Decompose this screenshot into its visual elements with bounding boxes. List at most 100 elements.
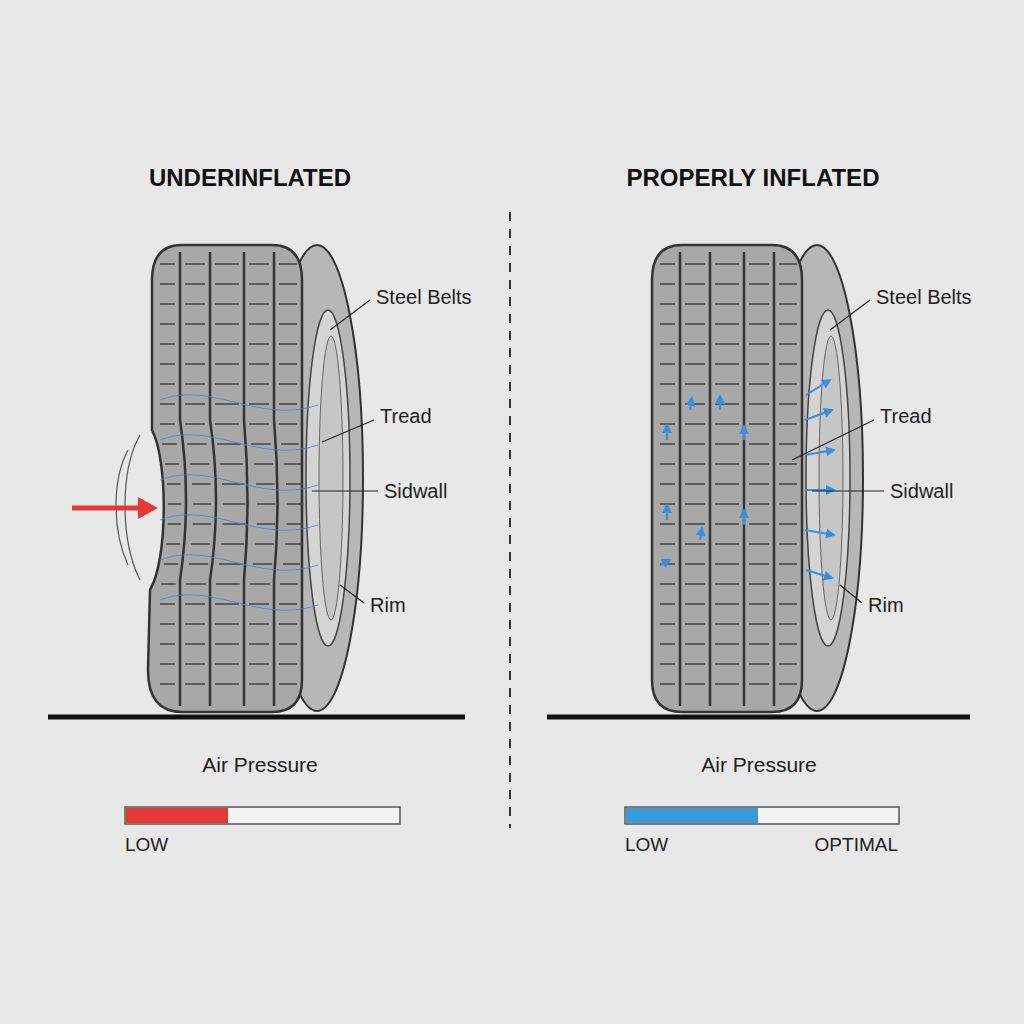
bar-track: [125, 807, 400, 824]
tread-sipe: [249, 303, 269, 305]
tread-sipe: [685, 563, 705, 565]
pressure-arrow: [72, 497, 158, 519]
tread-sipe: [185, 603, 205, 605]
pressure-arrow: [806, 570, 832, 578]
stress-line: [160, 395, 318, 411]
gauge-label: Air Pressure: [701, 753, 817, 777]
tread-sipe: [660, 643, 675, 645]
tread-sipe: [749, 523, 769, 525]
leader-line: [792, 420, 874, 460]
bar-fill: [626, 808, 758, 823]
stress-line: [160, 555, 318, 571]
tread-sipe: [215, 383, 239, 385]
tread-sipe: [715, 683, 739, 685]
tread-sipe: [281, 443, 299, 445]
tread-sipe: [660, 423, 675, 425]
rim: [806, 310, 850, 646]
tread-face: [652, 245, 802, 712]
tread-sipe: [685, 263, 705, 265]
tread-sipe: [749, 583, 769, 585]
tread-sipe: [160, 383, 175, 385]
tread-sipe: [779, 503, 797, 505]
underinflated-tire: [116, 245, 363, 712]
tread-sipe: [189, 563, 208, 565]
tread-sipe: [215, 283, 239, 285]
tread-sipe: [685, 343, 705, 345]
pressure-arrow: [690, 398, 692, 410]
tread-sipe: [779, 403, 797, 405]
tread-sipe: [685, 683, 705, 685]
tread-sipe: [660, 263, 675, 265]
tread-sipe: [215, 643, 239, 645]
tread-sipe: [749, 543, 769, 545]
tread-groove: [709, 252, 712, 706]
tread-sipe: [685, 363, 705, 365]
tread-sipe: [249, 643, 269, 645]
tread-sipe: [215, 343, 239, 345]
tread-sipe: [660, 283, 675, 285]
tread-sipe: [715, 523, 739, 525]
tread-sipe: [715, 403, 739, 405]
pressure-arrow: [660, 560, 670, 565]
scale-label: LOW: [125, 834, 168, 856]
tread-sipe: [215, 683, 239, 685]
tread-sipe: [279, 623, 297, 625]
tread-sipe: [685, 303, 705, 305]
tread-sipe: [185, 263, 205, 265]
tread-sipe: [251, 443, 271, 445]
tread-sipe: [223, 503, 245, 505]
tread-sipe: [685, 283, 705, 285]
tread-sipe: [749, 403, 769, 405]
tread-sipe: [660, 443, 675, 445]
tread-sipe: [715, 583, 739, 585]
tread-sipe: [660, 323, 675, 325]
tread-sipe: [249, 283, 269, 285]
part-label: Sidwall: [890, 480, 953, 503]
tread-sipe: [715, 463, 739, 465]
tread-sipe: [185, 323, 205, 325]
tread-sipe: [279, 683, 297, 685]
tread-sipe: [685, 623, 705, 625]
tread-sipe: [160, 683, 175, 685]
tread-groove: [244, 252, 248, 706]
tread-sipe: [779, 683, 797, 685]
tread-sipe: [279, 403, 297, 405]
tread-sipe: [160, 663, 175, 665]
tread-sipe: [185, 643, 205, 645]
tread-sipe: [215, 623, 239, 625]
tread-sipe: [160, 423, 175, 425]
stress-line: [160, 515, 318, 531]
tread-sipe: [749, 463, 769, 465]
tread-sipe: [280, 583, 298, 585]
tread-sipe: [217, 443, 241, 445]
part-label: Steel Belts: [376, 286, 472, 309]
tread-sipe: [715, 263, 739, 265]
ground-line: [547, 715, 970, 720]
tread-sipe: [660, 663, 675, 665]
tread-sipe: [715, 423, 739, 425]
pressure-arrow: [805, 410, 832, 420]
tread-sipe: [284, 463, 301, 465]
tread-sipe: [779, 563, 797, 565]
tread-sipe: [249, 383, 269, 385]
tread-sipe: [749, 443, 769, 445]
tread-groove: [180, 252, 186, 706]
tread-sipe: [660, 343, 675, 345]
tread-sipe: [685, 543, 705, 545]
tread-sipe: [749, 503, 769, 505]
pressure-arrow: [743, 510, 745, 525]
tread-sipe: [715, 323, 739, 325]
tread-sipe: [160, 363, 175, 365]
tread-sipe: [249, 603, 269, 605]
tread-sipe: [249, 343, 269, 345]
tread-sipe: [279, 603, 297, 605]
tread-sipe: [715, 283, 739, 285]
tread-sipe: [160, 323, 175, 325]
tread-sipe: [715, 543, 739, 545]
tread-sipe: [685, 483, 705, 485]
part-label: Tread: [880, 405, 932, 428]
tread-sipe: [279, 263, 297, 265]
pressure-bar: [625, 807, 899, 824]
tread-sipe: [165, 463, 179, 465]
